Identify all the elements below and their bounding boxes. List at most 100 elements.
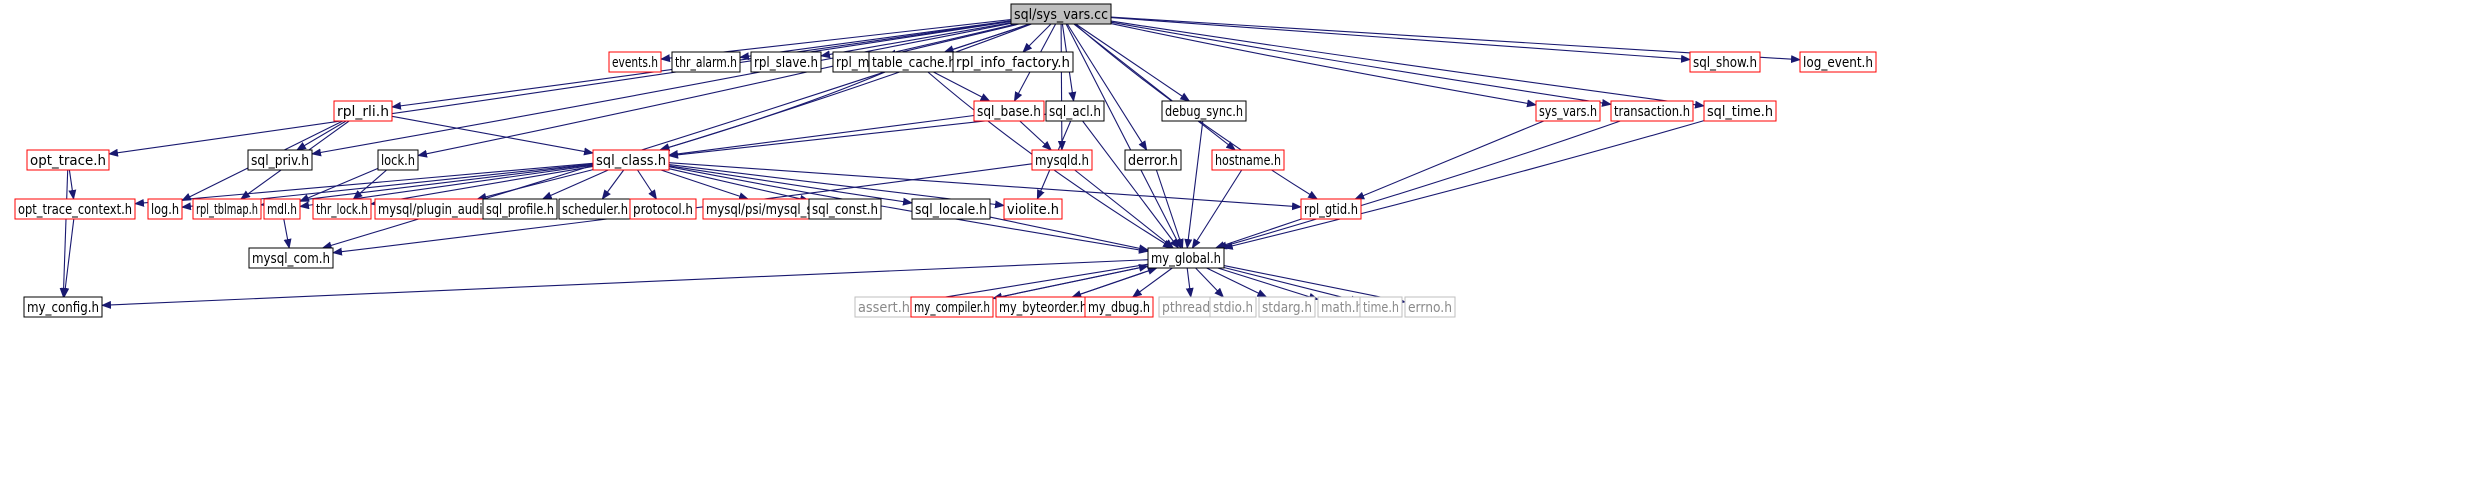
node-label: stdio.h — [1213, 300, 1253, 316]
node-plugin-audit-h[interactable]: mysql/plugin_audit.h — [374, 198, 502, 220]
edge-my-global-h-to-math-h — [1217, 267, 1319, 301]
edge-sql-class-h-to-plugin-audit-h — [476, 169, 594, 201]
node-label: sql/sys_vars.cc — [1014, 7, 1108, 23]
edge-sql-class-h-to-protocol-h — [637, 169, 658, 200]
node-rpl-slave-h[interactable]: rpl_slave.h — [750, 51, 822, 73]
node-label: errno.h — [1408, 300, 1452, 316]
node-rpl-info-factory-h[interactable]: rpl_info_factory.h — [952, 51, 1074, 73]
edge-table-cache-h-to-sql-base-h — [933, 71, 991, 102]
node-box — [910, 296, 994, 318]
node-box — [952, 51, 1074, 73]
node-derror-h[interactable]: derror.h — [1124, 149, 1182, 171]
node-box — [671, 51, 741, 73]
edge-transaction-h-to-my-global-h — [1216, 120, 1621, 250]
node-mdl-h[interactable]: mdl.h — [263, 198, 301, 220]
node-violite-h[interactable]: violite.h — [1003, 198, 1063, 220]
node-sql-class-h[interactable]: sql_class.h — [592, 149, 670, 171]
node-assert-h: assert.h — [854, 296, 914, 318]
node-sql-acl-h[interactable]: sql_acl.h — [1045, 100, 1105, 122]
node-sys-vars-h[interactable]: sys_vars.h — [1535, 100, 1601, 122]
node-transaction-h[interactable]: transaction.h — [1610, 100, 1694, 122]
edge-debug-sync-h-to-my-global-h — [1184, 120, 1204, 249]
node-pthread-h: pthread.h — [1158, 296, 1226, 318]
node-mysql-com-h[interactable]: mysql_com.h — [248, 247, 334, 269]
node-debug-sync-h[interactable]: debug_sync.h — [1161, 100, 1247, 122]
node-my-config-h[interactable]: my_config.h — [23, 296, 103, 318]
node-my-byteorder-h[interactable]: my_byteorder.h — [995, 296, 1091, 318]
edge-my-global-h-to-stdarg-h — [1206, 267, 1268, 298]
node-sql-const-h[interactable]: sql_const.h — [808, 198, 882, 220]
node-log-event-h[interactable]: log_event.h — [1799, 51, 1877, 73]
node-sql-base-h[interactable]: sql_base.h — [973, 100, 1045, 122]
node-box — [1045, 100, 1105, 122]
node-rpl-tblmap-h[interactable]: rpl_tblmap.h — [192, 198, 262, 220]
edge-sql-base-h-to-mysqld-h — [1019, 120, 1052, 151]
node-box — [192, 198, 262, 220]
node-sql-time-h[interactable]: sql_time.h — [1703, 100, 1777, 122]
node-box — [1147, 247, 1225, 269]
node-label: log.h — [151, 202, 179, 218]
edge-mdl-h-to-mysql-com-h — [283, 218, 292, 249]
node-label: rpl_gtid.h — [1304, 202, 1358, 218]
node-my-compiler-h[interactable]: my_compiler.h — [910, 296, 994, 318]
edge-sys-vars-cc-to-lock-h — [417, 23, 1016, 158]
edge-sql-time-h-to-my-global-h — [1222, 120, 1705, 250]
node-label: time.h — [1363, 300, 1399, 316]
node-label: sys_vars.h — [1539, 104, 1597, 120]
edge-sys-vars-cc-to-opt-trace-h — [108, 20, 1012, 157]
node-label: thr_alarm.h — [675, 55, 737, 71]
node-box — [808, 198, 882, 220]
node-label: sql_profile.h — [486, 202, 554, 218]
node-label: rpl_slave.h — [754, 55, 818, 71]
edge-sql-class-h-to-rpl-gtid-h — [668, 162, 1302, 211]
node-sql-profile-h[interactable]: sql_profile.h — [482, 198, 558, 220]
node-rpl-rli-h[interactable]: rpl_rli.h — [333, 100, 393, 122]
node-label: events.h — [612, 55, 658, 71]
node-log-h[interactable]: log.h — [147, 198, 183, 220]
node-label: stdarg.h — [1262, 300, 1312, 316]
node-sql-priv-h[interactable]: sql_priv.h — [247, 149, 313, 171]
node-sql-show-h[interactable]: sql_show.h — [1689, 51, 1761, 73]
node-rpl-gtid-h[interactable]: rpl_gtid.h — [1300, 198, 1362, 220]
node-my-dbug-h[interactable]: my_dbug.h — [1084, 296, 1154, 318]
node-label: lock.h — [381, 153, 415, 169]
node-box — [1258, 296, 1316, 318]
node-opt-trace-h[interactable]: opt_trace.h — [26, 149, 110, 171]
node-my-global-h[interactable]: my_global.h — [1147, 247, 1225, 269]
node-time-h: time.h — [1359, 296, 1403, 318]
edge-my-global-h-to-my-dbug-h — [1131, 267, 1173, 298]
node-box — [263, 198, 301, 220]
edge-sql-class-h-to-mysql-stage-h — [660, 169, 749, 200]
node-hostname-h[interactable]: hostname.h — [1211, 149, 1285, 171]
node-box — [911, 198, 991, 220]
node-box — [1209, 296, 1257, 318]
edge-sys-vars-cc-to-sql-time-h — [1110, 20, 1705, 109]
node-box — [247, 149, 313, 171]
node-sys-vars-cc[interactable]: sql/sys_vars.cc — [1010, 3, 1112, 25]
edge-sql-class-h-to-sql-locale-h — [668, 165, 913, 206]
edge-derror-h-to-my-global-h — [1155, 169, 1184, 249]
node-lock-h[interactable]: lock.h — [377, 149, 419, 171]
edge-sys-vars-cc-to-debug-sync-h — [1075, 23, 1191, 102]
edge-sql-class-h-to-thr-lock-h — [370, 165, 594, 207]
node-label: mysql_com.h — [252, 251, 330, 267]
node-box — [23, 296, 103, 318]
node-thr-alarm-h[interactable]: thr_alarm.h — [671, 51, 741, 73]
node-box — [1031, 149, 1093, 171]
node-mysqld-h[interactable]: mysqld.h — [1031, 149, 1093, 171]
node-math-h: math.h — [1317, 296, 1367, 318]
node-opt-trace-context-h[interactable]: opt_trace_context.h — [14, 198, 136, 220]
node-sql-locale-h[interactable]: sql_locale.h — [911, 198, 991, 220]
edge-sys-vars-cc-to-mysqld-h — [1057, 23, 1066, 151]
node-events-h[interactable]: events.h — [608, 51, 662, 73]
node-table-cache-h[interactable]: table_cache.h — [868, 51, 960, 73]
node-protocol-h[interactable]: protocol.h — [629, 198, 697, 220]
edge-sql-class-h-to-my-global-h — [668, 166, 1149, 254]
edge-sys-vars-cc-to-sys-vars-h — [1110, 23, 1537, 108]
node-stdio-h: stdio.h — [1209, 296, 1257, 318]
node-box — [592, 149, 670, 171]
edge-my-global-h-to-my-config-h — [101, 259, 1149, 309]
node-scheduler-h[interactable]: scheduler.h — [558, 198, 632, 220]
node-thr-lock-h[interactable]: thr_lock.h — [312, 198, 372, 220]
